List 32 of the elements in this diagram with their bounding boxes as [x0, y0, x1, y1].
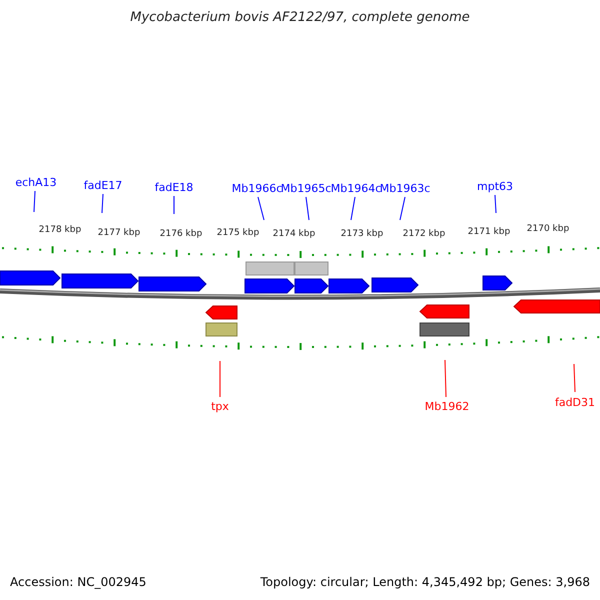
gene-label: tpx	[211, 401, 229, 412]
scale-label: 2178 kbp	[38, 226, 82, 235]
gene-label: echA13	[15, 177, 57, 188]
title: Mycobacterium bovis AF2122/97, complete genome	[130, 11, 470, 24]
leader-line	[400, 196, 406, 220]
scale-label: 2177 kbp	[98, 229, 140, 238]
leader-line	[306, 196, 310, 220]
leader-line	[574, 364, 576, 392]
scale-label: 2170 kbp	[526, 225, 570, 234]
leader-line	[444, 360, 446, 398]
leader-line	[102, 194, 104, 214]
gene-label: Mb1965c	[280, 183, 332, 194]
gene-label: Mb1962	[424, 401, 470, 412]
scale-label: 2172 kbp	[402, 230, 446, 239]
leader-line	[350, 196, 356, 220]
genome-info-text: Topology: circular; Length: 4,345,492 bp; Genes: 3,968	[260, 576, 590, 588]
scale-label: 2176 kbp	[160, 230, 202, 239]
gene-label: mpt63	[477, 181, 513, 192]
gene-label: fadE18	[154, 182, 194, 193]
scale-label: 2175 kbp	[216, 229, 260, 238]
scale-label: 2173 kbp	[340, 230, 384, 239]
scale-label: 2174 kbp	[272, 230, 316, 239]
gene-label: Mb1964c	[330, 183, 382, 194]
gene-label: Mb1963c	[380, 183, 430, 194]
accession-text: Accession: NC_002945	[10, 576, 146, 588]
gene-label: fadD31	[554, 397, 596, 408]
scale-label: 2171 kbp	[468, 228, 510, 237]
leader-line	[494, 194, 496, 214]
gene-label: Mb1966c	[232, 183, 282, 194]
leader-line	[34, 190, 36, 212]
gene-label: fadE17	[84, 180, 122, 191]
leader-line	[258, 196, 264, 220]
